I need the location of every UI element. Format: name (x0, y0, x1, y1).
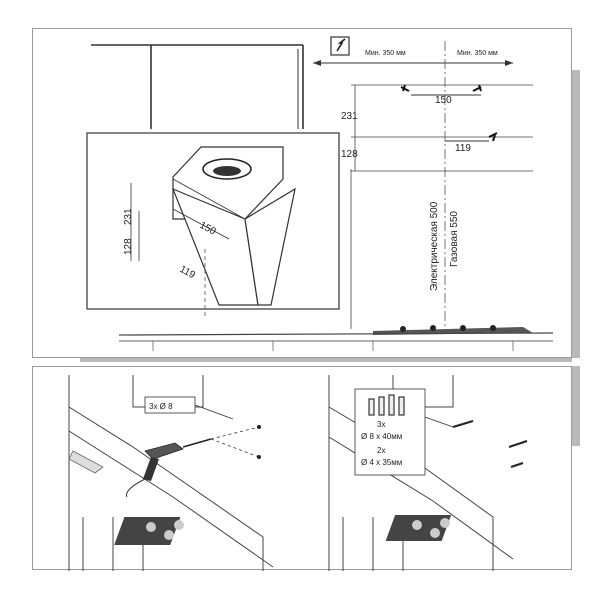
electric-height-label: Электрическая 500 (429, 201, 440, 291)
left-kitchen-scene (68, 375, 274, 571)
screws-count-label: 3x (377, 420, 385, 429)
wall-mount-dimensions: 150 231 128 119 (341, 84, 533, 172)
screw-icon (488, 132, 498, 142)
drilling-diagram: 3x Ø 8 (68, 375, 528, 571)
screw-icon (400, 84, 410, 92)
drill-hole-marker (257, 425, 261, 429)
hob-right (385, 515, 452, 541)
sink (68, 450, 104, 474)
dim-231-label: 231 (341, 111, 358, 122)
dim-119-label: 119 (455, 143, 471, 154)
screws-icon (368, 394, 405, 416)
min-distance-dimension: Мин. 350 мм Мин. 350 мм (313, 41, 513, 329)
height-dimensions: Электрическая 500 Газовая 550 (350, 169, 460, 329)
pins-size-label: Ø 4 x 35мм (361, 458, 402, 467)
pins-count-label: 2x (377, 446, 385, 455)
right-shadow-bar-top (572, 70, 580, 358)
hardware-callout: 3x Ø 8 x 40мм 2x Ø 4 x 35мм (354, 388, 454, 476)
gas-height-label: Газовая 550 (449, 211, 460, 267)
inset-dim-128-label: 128 (123, 238, 134, 255)
drill-icon (126, 438, 212, 498)
dim-128-label: 128 (341, 149, 358, 160)
wall-cabinets (91, 44, 304, 129)
min-right-label: Мин. 350 мм (457, 50, 498, 57)
screw-icon (472, 84, 482, 92)
hob-left (114, 517, 184, 545)
dimensions-diagram: Мин. 350 мм Мин. 350 мм 150 231 128 119 … (86, 36, 554, 351)
drilling-and-fixing-panel: 3x Ø 8 (32, 366, 572, 571)
screws-size-label: Ø 8 x 40мм (361, 432, 402, 441)
inset-dim-231-label: 231 (123, 208, 134, 225)
drill-hole-marker (257, 455, 261, 459)
drill-callout-label: 3x Ø 8 (149, 402, 173, 411)
wall-screws (452, 420, 528, 468)
bottom-shadow-bar (80, 354, 572, 362)
countertop (118, 332, 554, 351)
right-shadow-bar-bottom (572, 366, 580, 446)
drill-guide-lines (210, 426, 260, 458)
electric-plug-icon (330, 36, 350, 56)
dim-150-label: 150 (435, 95, 452, 106)
installation-dimensions-panel: Мин. 350 мм Мин. 350 мм 150 231 128 119 … (32, 28, 572, 358)
drill-size-callout: 3x Ø 8 (144, 396, 234, 420)
hood-detail-inset: 231 128 150 119 (86, 132, 340, 319)
min-left-label: Мин. 350 мм (365, 50, 406, 57)
